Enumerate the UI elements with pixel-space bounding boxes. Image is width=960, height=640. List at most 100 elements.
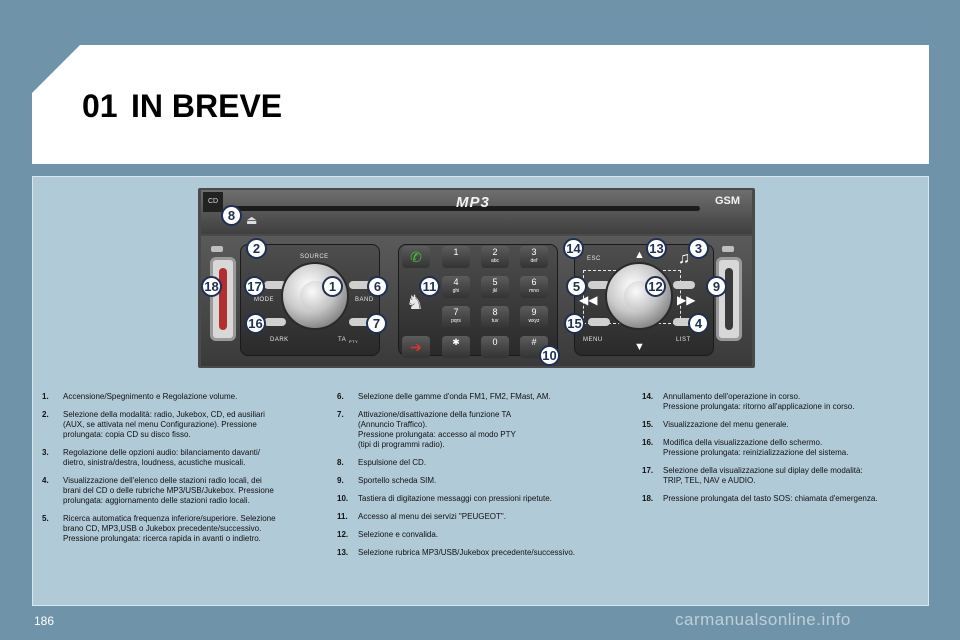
item-text: Pressione prolungata del tasto SOS: chia…	[663, 494, 878, 503]
item-text: Accensione/Spegnimento e Regolazione vol…	[63, 392, 238, 401]
menu-label: MENU	[583, 337, 603, 343]
menu-button[interactable]	[588, 318, 610, 326]
item-text: Espulsione del CD.	[358, 458, 427, 467]
callout-12: 12	[645, 276, 666, 297]
key-digit: ✱	[452, 337, 460, 347]
description-item: 17.Selezione della visualizzazione sul d…	[642, 466, 927, 486]
band-button[interactable]	[349, 281, 371, 289]
description-column-3: 14.Annullamento dell'operazione in corso…	[642, 392, 927, 512]
key-1[interactable]: 1	[442, 246, 470, 268]
callout-5: 5	[566, 276, 587, 297]
item-text: Selezione della modalità: radio, Jukebox…	[63, 410, 265, 439]
forward-button[interactable]	[673, 281, 695, 289]
key-letters: def	[530, 258, 538, 264]
list-label: LIST	[676, 337, 691, 343]
key-letters: jkl	[492, 288, 498, 294]
description-item: 13. Selezione rubrica MP3/USB/Jukebox pre…	[337, 548, 627, 558]
item-number: 1.	[42, 392, 49, 401]
description-item: 4.Visualizzazione dell'elenco delle staz…	[42, 476, 327, 506]
item-number: 4.	[42, 476, 49, 485]
arrow-up-icon[interactable]: ▲	[634, 249, 645, 261]
rewind-button[interactable]	[588, 281, 610, 289]
item-text: Ricerca automatica frequenza inferiore/s…	[63, 514, 276, 543]
header-panel	[32, 45, 929, 164]
callout-18: 18	[201, 276, 222, 297]
callout-17: 17	[244, 276, 265, 297]
phone-icon[interactable]: ✆	[402, 246, 430, 268]
item-text: Regolazione delle opzioni audio: bilanci…	[63, 448, 261, 467]
callout-2: 2	[246, 238, 267, 259]
ta-button[interactable]	[349, 318, 371, 326]
sos-slot-inner	[219, 268, 227, 330]
source-label: SOURCE	[300, 254, 329, 260]
rewind-icon[interactable]: ◀◀	[579, 293, 598, 307]
callout-16: 16	[245, 313, 266, 334]
item-number: 5.	[42, 514, 49, 523]
key-0[interactable]: 0	[481, 336, 509, 358]
item-number: 15.	[642, 420, 654, 429]
key-star[interactable]: ✱	[442, 336, 470, 358]
mp3-logo: MP3	[456, 194, 490, 211]
item-number: 9.	[337, 476, 344, 485]
key-digit: 2	[492, 247, 498, 257]
item-text: Accesso al menu dei servizi "PEUGEOT".	[358, 512, 506, 521]
item-number: 18.	[642, 494, 654, 503]
key-digit: 4	[453, 277, 459, 287]
key-digit: 6	[531, 277, 537, 287]
dark-button[interactable]	[264, 318, 286, 326]
volume-knob[interactable]	[281, 262, 349, 330]
callout-15: 15	[564, 313, 585, 334]
item-text: Visualizzazione del menu generale.	[663, 420, 789, 429]
sos-slot	[210, 257, 236, 341]
sim-slot-inner	[725, 268, 733, 330]
item-number: 13.	[337, 548, 349, 557]
item-number: 14.	[642, 392, 654, 401]
fast-forward-icon[interactable]: ▶▶	[677, 293, 696, 307]
key-digit: 8	[492, 307, 498, 317]
description-item: 14.Annullamento dell'operazione in corso…	[642, 392, 927, 412]
list-button[interactable]	[673, 318, 695, 326]
callout-13: 13	[646, 238, 667, 259]
description-item: 5. Ricerca automatica frequenza inferiore…	[42, 514, 327, 544]
sim-card-slot	[716, 257, 742, 341]
description-item: 16.Modifica della visualizzazione dello …	[642, 438, 927, 458]
selection-knob[interactable]	[605, 262, 673, 330]
description-item: 18. Pressione prolungata del tasto SOS: c…	[642, 494, 927, 504]
description-item: 12.Selezione e convalida.	[337, 530, 627, 540]
description-item: 1. Accensione/Spegnimento e Regolazione v…	[42, 392, 327, 402]
mode-label: MODE	[254, 297, 274, 303]
hang-up-icon[interactable]: ➔	[402, 336, 430, 358]
key-letters: tuv	[491, 318, 499, 324]
item-text: Selezione rubrica MP3/USB/Jukebox preced…	[358, 548, 575, 557]
key-letters: wxyz	[528, 318, 540, 324]
key-digit: 0	[492, 337, 498, 347]
band-label: BAND	[355, 297, 374, 303]
item-number: 3.	[42, 448, 49, 457]
key-digit: 3	[531, 247, 537, 257]
item-number: 2.	[42, 410, 49, 419]
item-number: 17.	[642, 466, 654, 475]
description-item: 6.Selezione delle gamme d'onda FM1, FM2,…	[337, 392, 627, 402]
watermark: carmanualsonline.info	[675, 610, 851, 629]
callout-1: 1	[322, 276, 343, 297]
key-digit: 5	[492, 277, 498, 287]
mode-button[interactable]	[264, 281, 286, 289]
peugeot-lion-icon[interactable]: ♞	[406, 292, 424, 314]
gsm-logo: GSM	[715, 195, 741, 207]
callout-10: 10	[539, 345, 560, 366]
callout-11: 11	[419, 276, 440, 297]
chapter-number: 01	[82, 88, 118, 124]
item-number: 10.	[337, 494, 349, 503]
arrow-down-icon[interactable]: ▼	[634, 341, 645, 353]
music-note-icon[interactable]: ♫	[678, 250, 690, 267]
item-number: 7.	[337, 410, 344, 419]
callout-14: 14	[563, 238, 584, 259]
